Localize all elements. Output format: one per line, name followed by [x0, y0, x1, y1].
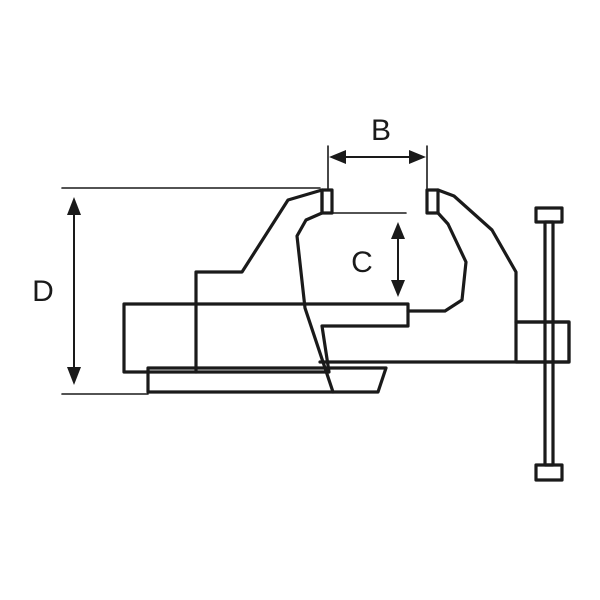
dimension-d: D [32, 187, 321, 395]
right-jaw-insert [425, 188, 440, 215]
base-plate [146, 366, 388, 394]
screw-nut [514, 320, 571, 364]
dimension-d-label: D [32, 275, 54, 308]
dimension-c: C [329, 212, 407, 297]
dimension-b-label: B [371, 114, 391, 147]
slide-bar [122, 302, 410, 374]
left-jaw-insert [320, 188, 334, 215]
screw-handle [534, 206, 564, 482]
dimension-b: B [327, 114, 428, 189]
fixed-jaw-body [194, 188, 335, 394]
dimension-c-label: C [351, 246, 373, 279]
